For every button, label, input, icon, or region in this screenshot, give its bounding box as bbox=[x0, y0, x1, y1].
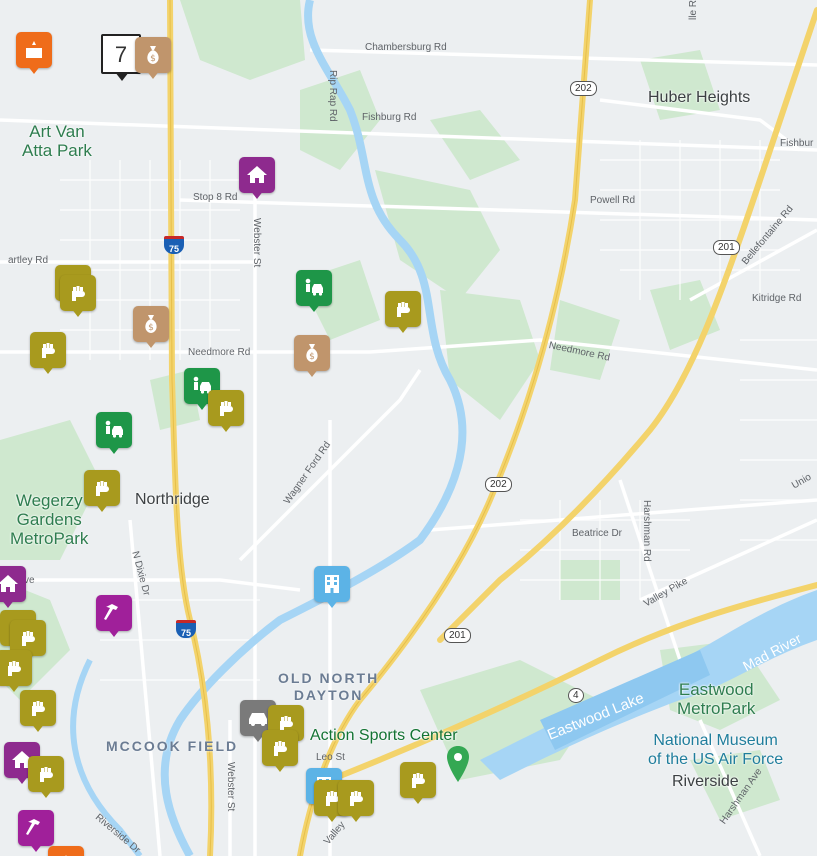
state-route-4-shield: 4 bbox=[568, 688, 584, 703]
us-201-shield-south: 201 bbox=[444, 628, 471, 643]
car-service-icon bbox=[296, 270, 332, 306]
map-marker-fist[interactable] bbox=[262, 730, 298, 776]
map-marker-house[interactable] bbox=[239, 157, 275, 203]
marker-pointer bbox=[95, 503, 109, 512]
marker-pointer bbox=[219, 423, 233, 432]
money-icon: $ bbox=[294, 335, 330, 371]
fist-icon bbox=[400, 762, 436, 798]
fist-icon bbox=[60, 275, 96, 311]
map-marker-fist[interactable] bbox=[208, 390, 244, 436]
map-marker-fist[interactable] bbox=[20, 690, 56, 736]
map-marker-cake[interactable] bbox=[48, 846, 84, 856]
map-marker-fist[interactable] bbox=[28, 756, 64, 802]
map-marker-fist[interactable] bbox=[60, 275, 96, 321]
marker-pointer bbox=[411, 795, 425, 804]
us-201-shield-north: 201 bbox=[713, 240, 740, 255]
marker-pointer bbox=[250, 190, 264, 199]
fist-icon bbox=[208, 390, 244, 426]
marker-pointer bbox=[273, 763, 287, 772]
map-marker-money[interactable]: $ bbox=[294, 335, 330, 381]
map-marker-fist[interactable] bbox=[385, 291, 421, 337]
marker-pointer bbox=[305, 368, 319, 377]
fist-icon bbox=[262, 730, 298, 766]
car-service-icon bbox=[96, 412, 132, 448]
map-marker-building[interactable] bbox=[314, 566, 350, 612]
fist-icon bbox=[30, 332, 66, 368]
svg-text:$: $ bbox=[309, 352, 315, 362]
house-icon bbox=[0, 566, 26, 602]
marker-pointer bbox=[27, 65, 41, 74]
marker-pointer bbox=[251, 733, 265, 742]
marker-pointer bbox=[29, 843, 43, 852]
fist-icon bbox=[28, 756, 64, 792]
map-marker-house[interactable] bbox=[0, 566, 26, 612]
map-marker-hammer[interactable] bbox=[96, 595, 132, 641]
marker-pointer bbox=[325, 599, 339, 608]
fist-icon bbox=[385, 291, 421, 327]
fist-icon bbox=[84, 470, 120, 506]
marker-pointer bbox=[31, 723, 45, 732]
map-marker-fist[interactable] bbox=[84, 470, 120, 516]
marker-pointer bbox=[107, 445, 121, 454]
fist-icon bbox=[338, 780, 374, 816]
cake-icon bbox=[48, 846, 84, 856]
action-sports-pin-icon[interactable] bbox=[447, 746, 469, 782]
svg-text:$: $ bbox=[148, 323, 154, 333]
map-marker-car-service[interactable] bbox=[296, 270, 332, 316]
svg-text:$: $ bbox=[150, 54, 156, 64]
map-marker-fist[interactable] bbox=[0, 650, 32, 696]
interstate-75-shield-north: 75 bbox=[164, 236, 184, 254]
cluster-pointer-icon bbox=[115, 72, 129, 81]
us-202-shield-south: 202 bbox=[485, 477, 512, 492]
marker-pointer bbox=[349, 813, 363, 822]
map-marker-money[interactable]: $ bbox=[135, 37, 171, 83]
fist-icon bbox=[20, 690, 56, 726]
building-icon bbox=[314, 566, 350, 602]
hammer-icon bbox=[18, 810, 54, 846]
hammer-icon bbox=[96, 595, 132, 631]
marker-pointer bbox=[107, 628, 121, 637]
map-marker-fist[interactable] bbox=[30, 332, 66, 378]
marker-pointer bbox=[195, 401, 209, 410]
marker-pointer bbox=[307, 303, 321, 312]
map-marker-money[interactable]: $ bbox=[133, 306, 169, 352]
house-icon bbox=[239, 157, 275, 193]
marker-pointer bbox=[325, 813, 339, 822]
map-marker-fist[interactable] bbox=[400, 762, 436, 808]
interstate-75-shield-south: 75 bbox=[176, 620, 196, 638]
marker-pointer bbox=[41, 365, 55, 374]
marker-pointer bbox=[146, 70, 160, 79]
marker-pointer bbox=[396, 324, 410, 333]
marker-pointer bbox=[7, 683, 21, 692]
fist-icon bbox=[0, 650, 32, 686]
cake-icon bbox=[16, 32, 52, 68]
map-marker-car-service[interactable] bbox=[96, 412, 132, 458]
money-icon: $ bbox=[135, 37, 171, 73]
map-marker-hammer[interactable] bbox=[18, 810, 54, 856]
money-icon: $ bbox=[133, 306, 169, 342]
marker-pointer bbox=[144, 339, 158, 348]
marker-pointer bbox=[39, 789, 53, 798]
us-202-shield-north: 202 bbox=[570, 81, 597, 96]
marker-pointer bbox=[15, 775, 29, 784]
marker-pointer bbox=[1, 599, 15, 608]
map-marker-cake[interactable] bbox=[16, 32, 52, 78]
marker-pointer bbox=[71, 308, 85, 317]
map-marker-fist[interactable] bbox=[338, 780, 374, 826]
